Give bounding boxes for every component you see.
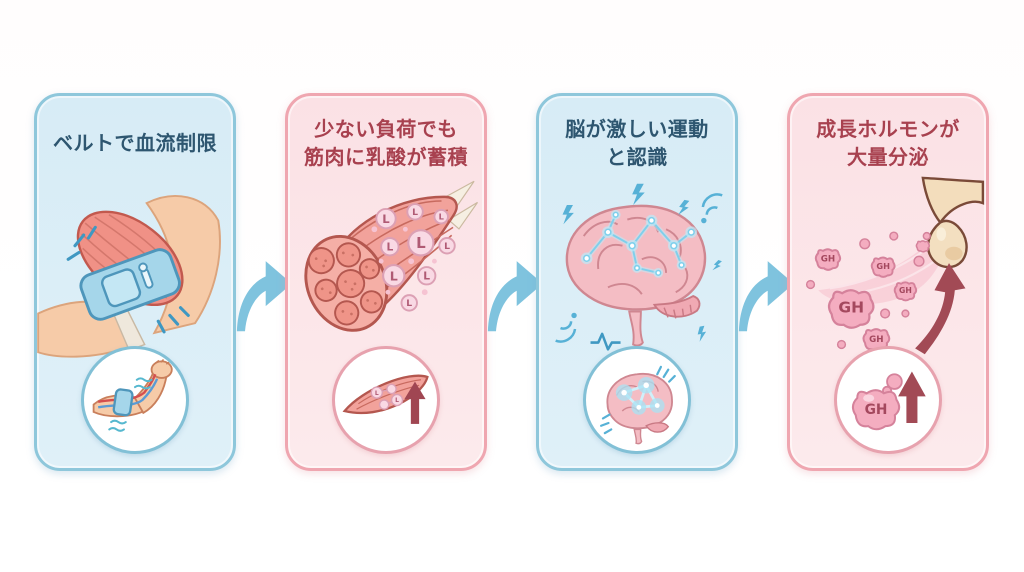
gland-highlight [936, 227, 947, 241]
inset-lactate-molecules [370, 383, 404, 410]
brainstem [628, 310, 644, 347]
fascicle-dots [314, 251, 377, 316]
compression-belt [79, 248, 181, 321]
panel-lactate-accumulation: 少ない負荷でも 筋肉に乳酸が蓄積 [285, 93, 487, 471]
pituitary-gh-svg: GH GH GH GH GH [805, 176, 985, 355]
fist-knuckles [154, 358, 170, 365]
inset-lactate-label: L [375, 390, 379, 397]
fascicles [307, 242, 384, 326]
inset-cuff [112, 388, 134, 417]
gh-inset-circle: GH [834, 346, 942, 454]
brain-gyri [582, 216, 689, 295]
inset-spindle-muscle [342, 374, 429, 415]
flow-arrow-1 [227, 244, 299, 334]
artery-line [97, 373, 157, 404]
lactate-bubble-label: L [423, 270, 430, 283]
gh-label: GH [838, 298, 864, 316]
pituitary-illustration: GH GH GH GH GH [790, 176, 986, 360]
muscle-lactate-illustration: L L L L L L L L L [288, 176, 484, 360]
emphasis-marks [600, 365, 676, 435]
inset-synapse-nodes [615, 377, 665, 415]
gh-molecule-inset-svg: GH [851, 371, 926, 431]
inset-gh-lobe [886, 373, 903, 390]
brain-inset-circle [583, 346, 691, 454]
panel-title-line2: と認識 [606, 145, 668, 169]
panel-title: 成長ホルモンが 大量分泌 [790, 114, 986, 174]
panel-title: ベルトで血流制限 [37, 114, 233, 174]
gh-label: GH [899, 286, 912, 295]
brain-nodes-inset-svg [600, 365, 676, 445]
lactate-bubble-label: L [382, 212, 390, 226]
restriction-waves [108, 377, 153, 432]
curved-right-arrow-icon [738, 261, 794, 332]
belt-inset-circle [81, 346, 189, 454]
arm-belt-illustration [37, 176, 233, 360]
panel-title-line1: 脳が激しい運動 [565, 117, 709, 142]
spindle-muscle-inset-svg: L L [342, 374, 429, 424]
gh-label: GH [876, 261, 890, 271]
panel-title: 少ない負荷でも 筋肉に乳酸が蓄積 [288, 114, 484, 174]
synapse-nodes [580, 209, 698, 278]
brain-illustration [539, 176, 735, 360]
inset-gh-label: GH [865, 402, 888, 418]
lactate-bubbles: L L L L L L L L L [375, 203, 456, 312]
gh-micro-bubbles [805, 231, 931, 350]
panel-title-line1: ベルトで血流制限 [53, 131, 217, 156]
gh-molecules: GH GH GH GH GH [814, 240, 931, 352]
curved-right-arrow-icon [487, 261, 543, 332]
lactate-bubble-label: L [412, 207, 418, 218]
cuffed-arm-inset-svg [92, 358, 173, 432]
wifi-signal-icon [701, 193, 723, 224]
lactate-bubble-label: L [390, 268, 398, 283]
up-arrow-icon [915, 263, 966, 355]
muscle-cross-section [304, 234, 389, 332]
lactate-bubble-label: L [386, 241, 393, 254]
arm-belt-svg [37, 195, 221, 358]
wifi-signal-icon [555, 312, 577, 343]
muscle-cross-section-svg: L L L L L L L L L [304, 180, 478, 332]
pituitary-gland [926, 219, 968, 269]
inset-lactate-label: L [395, 397, 399, 404]
lactate-inset-circle: L L [332, 346, 440, 454]
pulse-line-icon [590, 332, 621, 351]
pressure-marks [66, 225, 190, 334]
flow-arrow-3 [729, 244, 801, 334]
cerebellum-stripes [663, 304, 692, 319]
up-arrow-icon [404, 381, 426, 424]
panel-title-line2: 筋肉に乳酸が蓄積 [304, 145, 468, 169]
up-arrow-icon [898, 371, 926, 423]
panel-title: 脳が激しい運動 と認識 [539, 114, 735, 174]
panel-title-line1: 少ない負荷でも [314, 117, 458, 142]
lactate-bubble-label: L [439, 212, 445, 222]
brain-svg [555, 183, 723, 351]
lactate-micro-dots [371, 226, 437, 296]
panel-belt-restriction: ベルトで血流制限 [34, 93, 236, 471]
panel-title-line2: 大量分泌 [847, 145, 929, 169]
gh-label: GH [821, 254, 835, 264]
inset-gh-highlight [863, 394, 875, 402]
panel-growth-hormone: 成長ホルモンが 大量分泌 [787, 93, 989, 471]
panel-title-line1: 成長ホルモンが [816, 117, 960, 142]
gh-label: GH [869, 335, 883, 345]
panel-brain-perception: 脳が激しい運動 と認識 [536, 93, 738, 471]
gland-shading [945, 246, 963, 261]
flow-arrow-2 [478, 244, 550, 334]
inset-brainstem [633, 428, 643, 445]
curved-right-arrow-icon [236, 261, 292, 332]
muscle-body [304, 180, 478, 332]
tendon-tip [447, 201, 478, 230]
lactate-bubble-label: L [416, 234, 426, 252]
inset-cerebellum [645, 422, 670, 433]
lactate-bubble-label: L [406, 298, 412, 309]
hypothalamus-stalk [921, 176, 985, 225]
lactate-bubble-label: L [444, 241, 450, 252]
